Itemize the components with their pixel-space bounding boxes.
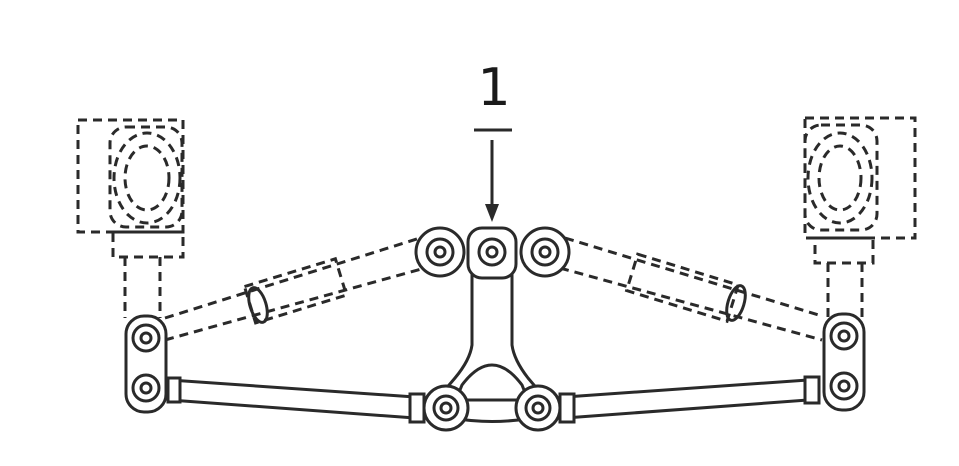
top-joint-left (414, 226, 466, 278)
upper-left-rod (164, 236, 426, 342)
right-side-link (822, 312, 866, 412)
top-joint-right (519, 226, 571, 278)
bottom-joint-right (514, 384, 562, 432)
callout-number: 1 (477, 58, 511, 118)
lower-left-rod (166, 376, 426, 424)
bottom-joint-left (422, 384, 470, 432)
left-upper-housing (76, 118, 185, 318)
callout-leader (474, 128, 512, 222)
arrowhead-icon (485, 204, 499, 222)
right-upper-housing (803, 116, 917, 318)
left-side-link (124, 314, 168, 414)
upper-right-rod (559, 236, 823, 342)
lower-right-rod (558, 375, 821, 424)
top-joint-center (466, 226, 518, 280)
